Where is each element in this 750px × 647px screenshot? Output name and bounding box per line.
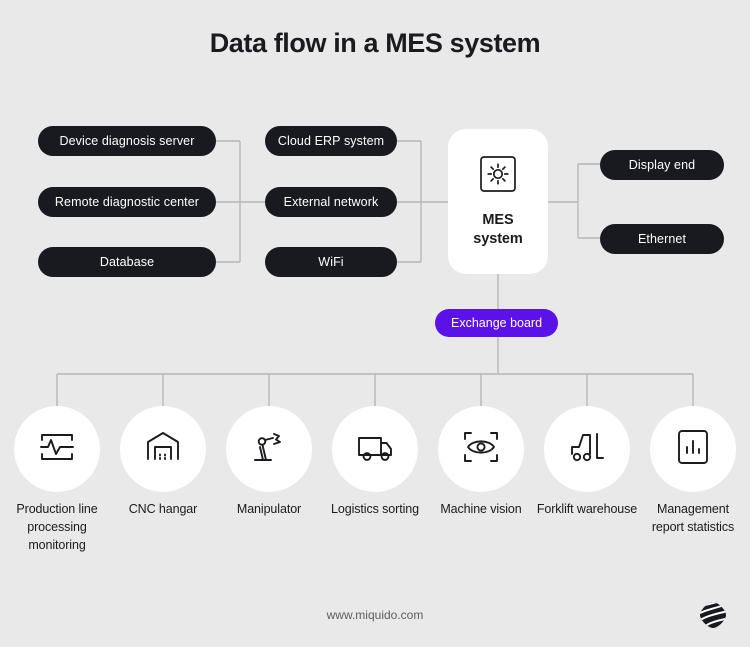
node-database[interactable]: Database	[38, 247, 216, 277]
bottom-node-cnc-hangar[interactable]: CNC hangar	[110, 406, 216, 519]
bottom-node-forklift-warehouse[interactable]: Forklift warehouse	[534, 406, 640, 519]
node-display-end[interactable]: Display end	[600, 150, 724, 180]
node-label: Ethernet	[637, 232, 687, 246]
node-circle	[332, 406, 418, 492]
hangar-icon	[143, 427, 183, 472]
bottom-node-machine-vision[interactable]: Machine vision	[428, 406, 534, 519]
node-ethernet[interactable]: Ethernet	[600, 224, 724, 254]
node-circle	[544, 406, 630, 492]
node-label: Cloud ERP system	[277, 134, 385, 148]
node-label: Display end	[628, 158, 696, 172]
bottom-node-production-line[interactable]: Production line processing monitoring	[4, 406, 110, 554]
node-caption: Production line processing monitoring	[16, 502, 98, 552]
eye-scan-icon	[461, 427, 501, 472]
mes-label-line-2: system	[473, 230, 523, 247]
node-circle	[438, 406, 524, 492]
node-caption: Manipulator	[236, 502, 302, 516]
truck-icon	[355, 427, 395, 472]
node-label: WiFi	[318, 255, 344, 269]
node-caption: Forklift warehouse	[536, 502, 638, 516]
node-label: Device diagnosis server	[59, 134, 195, 148]
node-circle	[14, 406, 100, 492]
node-label: Exchange board	[451, 316, 543, 330]
node-caption: Machine vision	[440, 502, 522, 516]
monitor-pulse-icon	[37, 427, 77, 472]
node-label: Database	[99, 255, 155, 269]
node-exchange-board[interactable]: Exchange board	[435, 309, 559, 337]
robot-arm-icon	[249, 427, 289, 472]
bottom-node-manipulator[interactable]: Manipulator	[216, 406, 322, 519]
node-wifi[interactable]: WiFi	[265, 247, 397, 277]
node-circle	[120, 406, 206, 492]
node-remote-diagnostic-center[interactable]: Remote diagnostic center	[38, 187, 216, 217]
node-caption: CNC hangar	[128, 502, 198, 516]
mes-label-line-1: MES	[482, 212, 514, 229]
page-title: Data flow in a MES system	[209, 28, 541, 58]
node-caption: Logistics sorting	[331, 502, 419, 516]
mes-system-label: MES system	[473, 211, 522, 247]
node-circle	[226, 406, 312, 492]
node-label: Remote diagnostic center	[54, 195, 200, 209]
bottom-node-management-report[interactable]: Management report statistics	[640, 406, 746, 537]
forklift-icon	[567, 427, 607, 472]
bottom-node-logistics-sorting[interactable]: Logistics sorting	[322, 406, 428, 519]
gear-square-icon	[479, 155, 517, 198]
node-device-diagnosis-server[interactable]: Device diagnosis server	[38, 126, 216, 156]
miquido-logo[interactable]	[698, 600, 728, 630]
node-external-network[interactable]: External network	[265, 187, 397, 217]
node-cloud-erp-system[interactable]: Cloud ERP system	[265, 126, 397, 156]
node-circle	[650, 406, 736, 492]
bar-chart-square-icon	[673, 427, 713, 472]
node-label: External network	[283, 195, 379, 209]
node-caption: Management report statistics	[651, 502, 735, 534]
mes-system-card[interactable]: MES system	[448, 129, 548, 274]
footer-url[interactable]: www.miquido.com	[326, 608, 424, 622]
